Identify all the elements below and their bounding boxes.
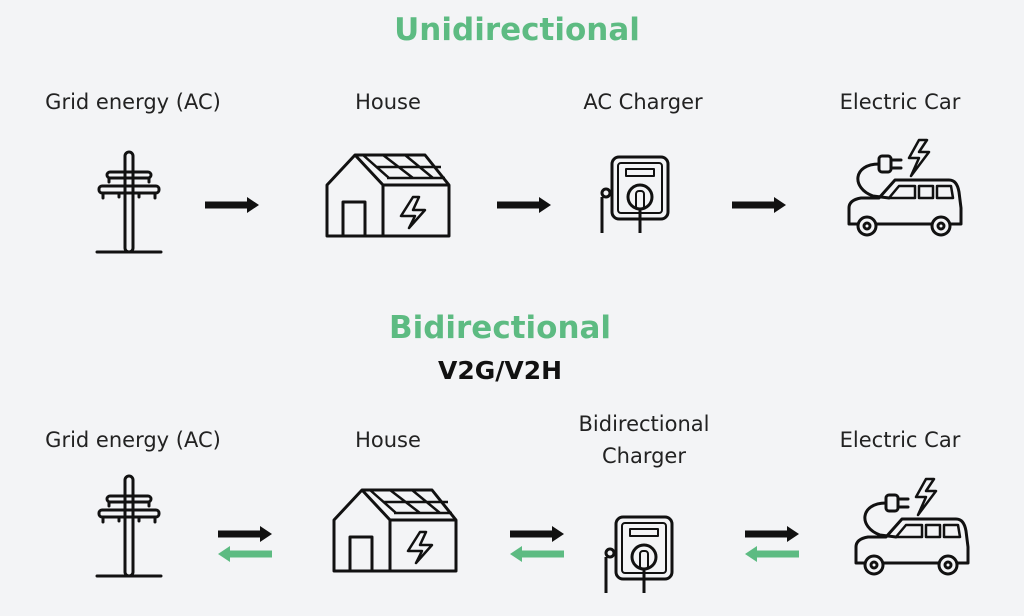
- arrow-right-icon: [205, 197, 259, 213]
- power-pole-icon: [95, 150, 163, 254]
- power-pole-icon: [95, 474, 163, 578]
- ac-charger-icon: [600, 155, 670, 235]
- electric-car-icon: [854, 477, 970, 576]
- label-bidirectional-charger-line1: Bidirectional: [578, 412, 710, 436]
- label-ac-charger: AC Charger: [583, 90, 703, 114]
- bidirectional-arrows-icon: [218, 526, 272, 562]
- arrow-right-icon: [497, 197, 551, 213]
- bidirectional-arrows-icon: [510, 526, 564, 562]
- label-house: House: [355, 90, 421, 114]
- bidirectional-arrows-icon: [745, 526, 799, 562]
- label-electric-car: Electric Car: [839, 428, 961, 452]
- solar-house-icon: [325, 153, 451, 238]
- arrow-right-icon: [732, 197, 786, 213]
- label-grid-energy: Grid energy (AC): [45, 90, 221, 114]
- bidirectional-charger-icon: [604, 515, 674, 595]
- bidirectional-subtitle: V2G/V2H: [437, 356, 563, 385]
- unidirectional-title: Unidirectional: [394, 12, 640, 48]
- label-grid-energy: Grid energy (AC): [45, 428, 221, 452]
- label-bidirectional-charger-line2: Charger: [602, 444, 686, 468]
- solar-house-icon: [332, 488, 458, 573]
- label-house: House: [355, 428, 421, 452]
- label-electric-car: Electric Car: [839, 90, 961, 114]
- bidirectional-title: Bidirectional: [388, 310, 612, 346]
- electric-car-icon: [847, 138, 963, 237]
